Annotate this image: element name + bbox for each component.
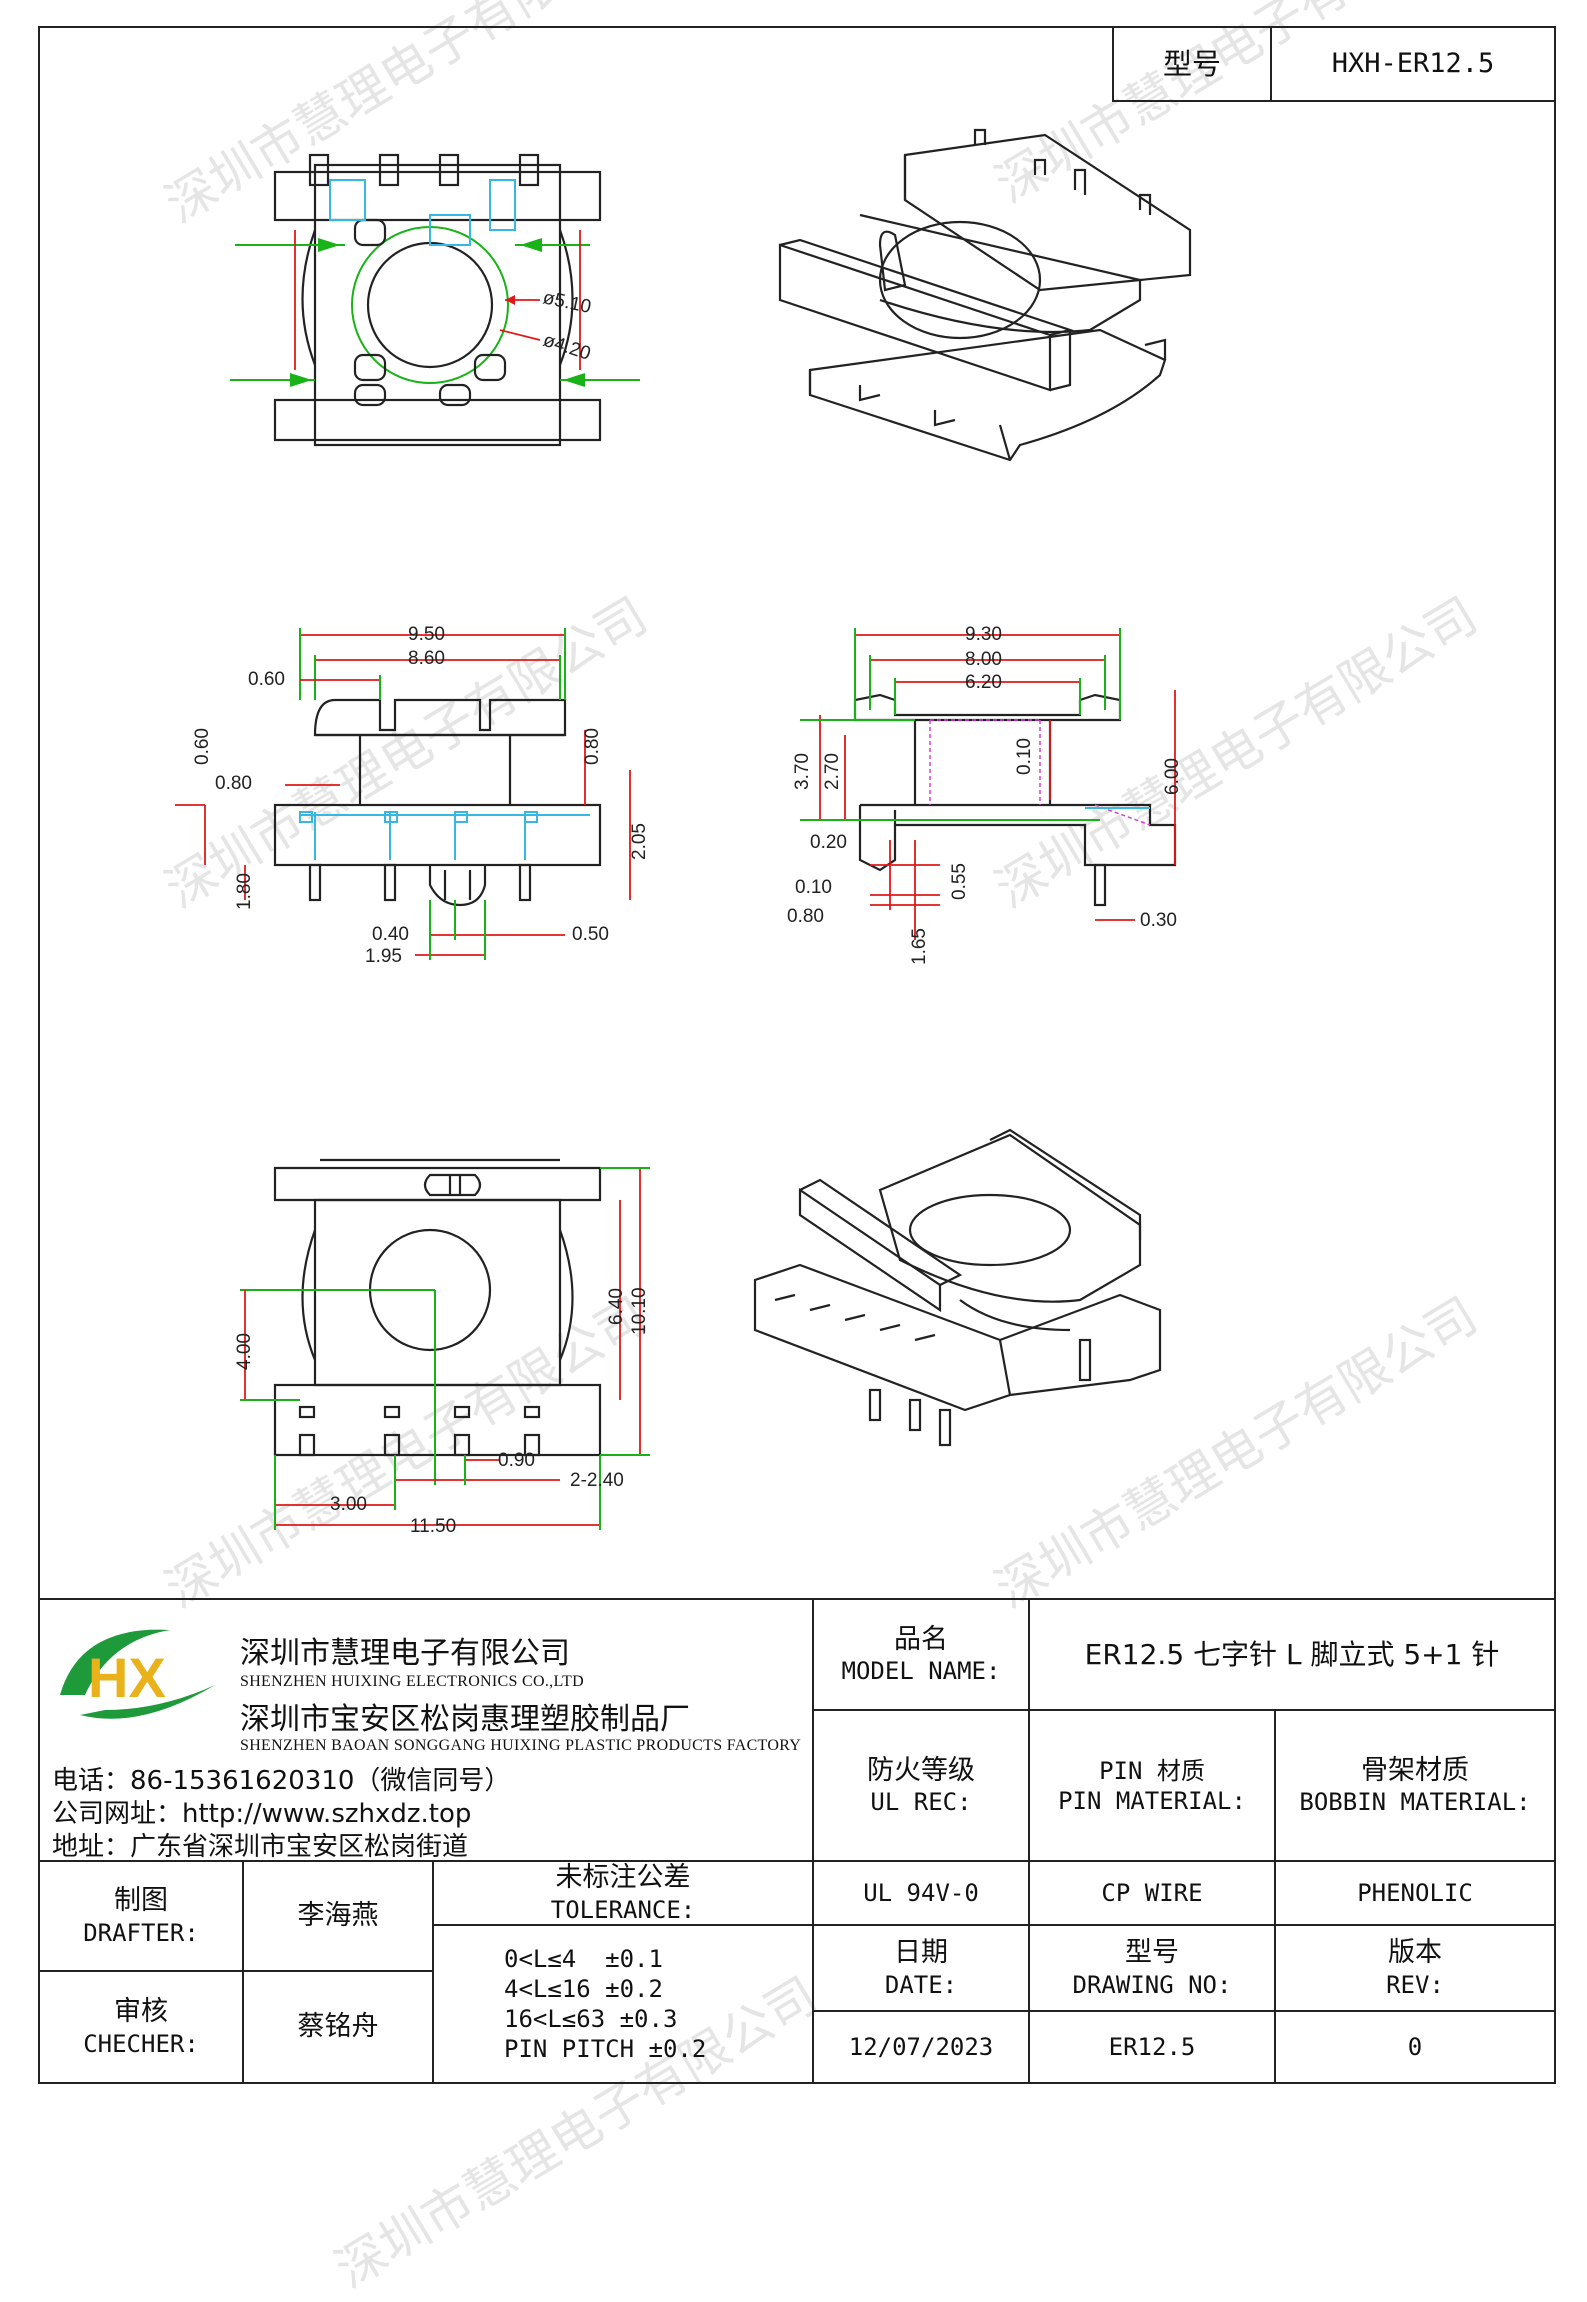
dim-label: 6.40 [606, 1288, 627, 1325]
fire-rating-value: UL 94V-0 [812, 1860, 1030, 1926]
bobbin-material-label: 骨架材质 BOBBIN MATERIAL: [1274, 1709, 1556, 1862]
dim-label: 0.10 [795, 877, 832, 898]
dim-label: 4.00 [234, 1333, 255, 1370]
company-logo: HX [60, 1629, 215, 1719]
dim-label: ø5.10 [541, 287, 593, 318]
checker-value: 蔡铭舟 [242, 1970, 434, 2084]
company-website: 公司网址：http://www.szhxdz.top [52, 1799, 472, 1829]
dim-label: 8.60 [408, 648, 445, 669]
dim-label: 1.95 [365, 946, 402, 967]
dim-label: 6.00 [1162, 758, 1183, 795]
bobbin-material-label-cn: 骨架材质 [1361, 1754, 1469, 1786]
tolerance-line: 0<L≤4 ±0.1 [504, 1945, 663, 1973]
dim-label: 9.30 [965, 624, 1002, 645]
date-label-cn: 日期 [894, 1937, 948, 1969]
drafter-value: 李海燕 [242, 1860, 434, 1972]
revision-label-cn: 版本 [1388, 1937, 1442, 1969]
dim-label: 0.80 [215, 773, 252, 794]
dim-label: 2.05 [629, 823, 650, 860]
model-name-value: ER12.5 七字针 L 脚立式 5+1 针 [1028, 1598, 1556, 1711]
dim-label: 9.50 [408, 624, 445, 645]
tolerance-line: PIN PITCH ±0.2 [504, 2035, 707, 2063]
fire-rating-label-en: UL REC: [870, 1788, 972, 1817]
dim-label: 0.30 [1140, 910, 1177, 931]
drafter-label: 制图 DRAFTER: [38, 1860, 244, 1972]
iso-view-top [778, 128, 1192, 462]
bottom-view: 4.00 6.40 10.10 0.90 2-2.40 3.00 11.50 [234, 1158, 650, 1537]
tolerance-values: 0<L≤4 ±0.1 4<L≤16 ±0.2 16<L≤63 ±0.3 PIN … [432, 1924, 814, 2084]
model-name-label-cn: 品名 [894, 1623, 948, 1655]
dim-label: 3.00 [330, 1494, 367, 1515]
dim-label: 0.90 [498, 1450, 535, 1471]
dim-label: 2-2.40 [570, 1470, 624, 1491]
drawing-no-label: 型号 DRAWING NO: [1028, 1924, 1276, 2012]
model-name-label: 品名 MODEL NAME: [812, 1598, 1030, 1711]
dim-label: 0.60 [248, 669, 285, 690]
dim-label: 1.80 [234, 873, 255, 910]
date-label-en: DATE: [884, 1970, 958, 1999]
dim-label: 3.70 [792, 753, 813, 790]
checker-label-en: CHECHER: [83, 2029, 199, 2058]
dim-label: 6.20 [965, 672, 1002, 693]
fire-rating-label: 防火等级 UL REC: [812, 1709, 1030, 1862]
drawing-no-label-cn: 型号 [1125, 1937, 1179, 1969]
drawing-no-label-en: DRAWING NO: [1072, 1970, 1232, 1999]
svg-text:HX: HX [88, 1646, 166, 1709]
dim-label: 0.20 [810, 832, 847, 853]
tolerance-label: 未标注公差 TOLERANCE: [432, 1860, 814, 1926]
revision-label: 版本 REV: [1274, 1924, 1556, 2012]
checker-label: 审核 CHECHER: [38, 1970, 244, 2084]
header-model-label: 型号 [1112, 26, 1272, 102]
checker-label-cn: 审核 [114, 1996, 168, 2028]
pin-material-label: PIN 材质 PIN MATERIAL: [1028, 1709, 1276, 1862]
factory-name-en: SHENZHEN BAOAN SONGGANG HUIXING PLASTIC … [240, 1737, 802, 1754]
header-model-value: HXH-ER12.5 [1270, 26, 1556, 102]
dim-label: 11.50 [410, 1516, 456, 1537]
drawing-no-value: ER12.5 [1028, 2010, 1276, 2084]
drafter-label-cn: 制图 [114, 1885, 168, 1917]
top-view: ø5.10 ø4.20 [230, 153, 640, 447]
side-view: 9.30 8.00 6.20 3.70 2.70 0.10 6.00 0.20 … [787, 624, 1183, 965]
company-name-cn: 深圳市慧理电子有限公司 [240, 1636, 570, 1671]
bobbin-material-value: PHENOLIC [1274, 1860, 1556, 1926]
dim-label: 2.70 [822, 753, 843, 790]
date-label: 日期 DATE: [812, 1924, 1030, 2012]
dim-label: 0.40 [372, 924, 409, 945]
model-name-label-en: MODEL NAME: [841, 1657, 1001, 1686]
company-phone: 电话：86-15361620310（微信同号） [52, 1766, 511, 1796]
dim-label: 0.80 [787, 906, 824, 927]
tolerance-line: 4<L≤16 ±0.2 [504, 1975, 663, 2003]
company-name-en: SHENZHEN HUIXING ELECTRONICS CO.,LTD [240, 1673, 584, 1690]
revision-value: 0 [1274, 2010, 1556, 2084]
dim-label: 0.55 [949, 863, 970, 900]
dim-label: 0.80 [582, 728, 603, 765]
factory-name-cn: 深圳市宝安区松岗惠理塑胶制品厂 [240, 1702, 690, 1737]
date-value: 12/07/2023 [812, 2010, 1030, 2084]
bobbin-material-label-en: BOBBIN MATERIAL: [1299, 1788, 1531, 1817]
dim-label: 0.10 [1014, 738, 1035, 775]
dim-label: ø4.20 [540, 330, 593, 365]
front-view: 9.50 8.60 0.60 0.60 0.80 0.80 2.05 1.80 … [175, 624, 650, 967]
iso-view-bottom [753, 1128, 1162, 1447]
tolerance-line: 16<L≤63 ±0.3 [504, 2005, 678, 2033]
dim-label: 8.00 [965, 649, 1002, 670]
fire-rating-label-cn: 防火等级 [867, 1754, 975, 1786]
tolerance-label-cn: 未标注公差 [555, 1862, 691, 1894]
revision-label-en: REV: [1386, 1970, 1444, 1999]
dim-label: 1.65 [909, 928, 930, 965]
technical-drawings: ø5.10 ø4.20 [175, 128, 1192, 1537]
dim-label: 10.10 [629, 1287, 650, 1335]
pin-material-label-cn: PIN 材质 [1099, 1756, 1205, 1785]
dim-label: 0.60 [192, 728, 213, 765]
tolerance-label-en: TOLERANCE: [550, 1895, 696, 1924]
drafter-label-en: DRAFTER: [83, 1918, 199, 1947]
company-address: 地址：广东省深圳市宝安区松岗街道 [52, 1832, 469, 1862]
pin-material-label-en: PIN MATERIAL: [1058, 1786, 1246, 1815]
dim-label: 0.50 [572, 924, 609, 945]
pin-material-value: CP WIRE [1028, 1860, 1276, 1926]
